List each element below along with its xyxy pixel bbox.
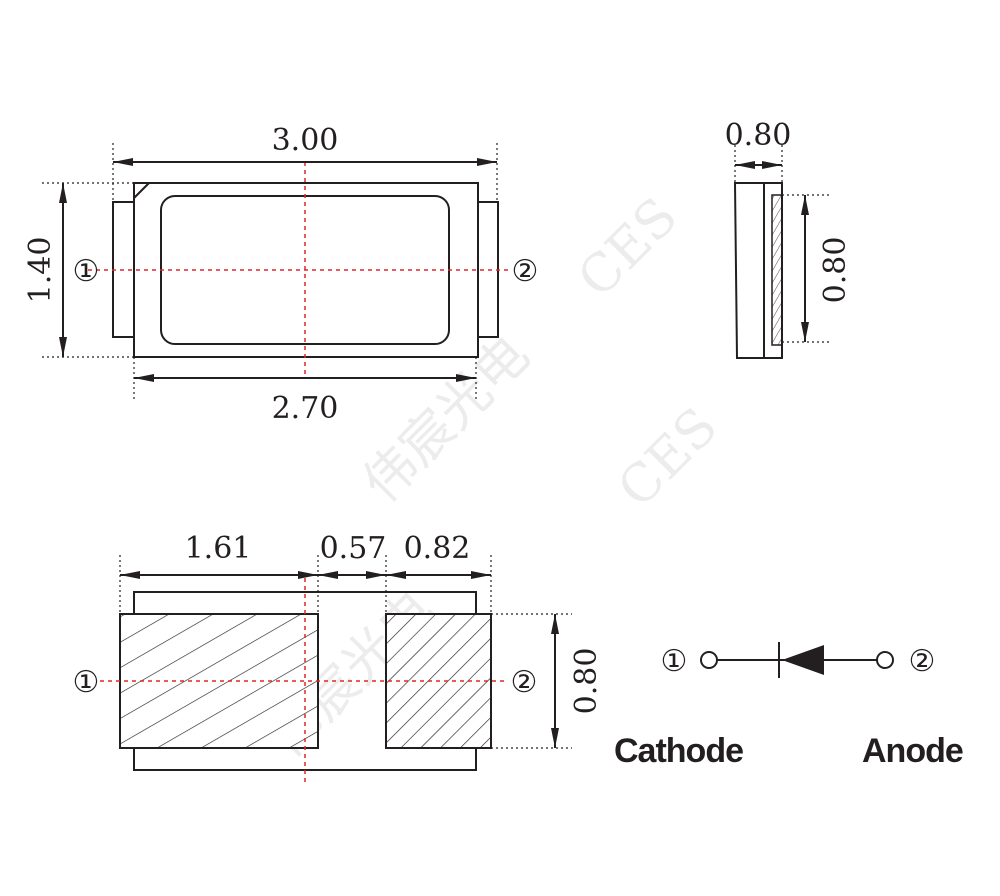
- watermark-cn-1: 伟宸光电: [352, 325, 542, 515]
- pin2-label: ②: [511, 665, 538, 700]
- side-body: [733, 182, 783, 359]
- side-lead: [771, 194, 783, 346]
- package-body: [133, 182, 479, 358]
- terminal-1-icon: [700, 651, 718, 669]
- terminal-2-icon: [876, 651, 894, 669]
- top-view: 3.00 1.40 2.70 ① ②: [23, 123, 538, 426]
- dim-pad2-label: 0.82: [404, 531, 471, 566]
- dim-gap-label: 0.57: [320, 531, 387, 566]
- dim-pad1-label: 1.61: [185, 531, 252, 566]
- dim-pad-height-label: 0.80: [569, 648, 604, 715]
- dim-body-length-label: 2.70: [272, 391, 339, 426]
- cathode-label: Cathode: [614, 732, 743, 770]
- diode-schematic: ① ② Cathode Anode: [614, 642, 964, 770]
- pin2-label: ②: [909, 644, 936, 679]
- pin2-label: ②: [512, 254, 539, 289]
- dim-width-label: 1.40: [23, 237, 58, 304]
- pin1-label: ①: [73, 254, 100, 289]
- pin1-label: ①: [661, 644, 688, 679]
- pin1-label: ①: [73, 665, 100, 700]
- anode-label: Anode: [862, 732, 963, 770]
- side-view: 0.80 0.80: [725, 118, 853, 359]
- polarity-chamfer: [133, 182, 150, 199]
- watermark-ces-1: CES: [567, 187, 690, 310]
- watermark-ces-2: CES: [607, 397, 730, 520]
- dim-length-label: 3.00: [272, 123, 339, 158]
- bottom-view: 1.61 0.57 0.82 0.80 ① ②: [73, 531, 604, 782]
- watermark: CES CES 伟宸光电 伟宸光电: [257, 187, 730, 770]
- dim-side-pad-label: 0.80: [818, 237, 853, 304]
- diode-triangle-icon: [782, 645, 824, 675]
- dim-thickness-label: 0.80: [725, 118, 792, 153]
